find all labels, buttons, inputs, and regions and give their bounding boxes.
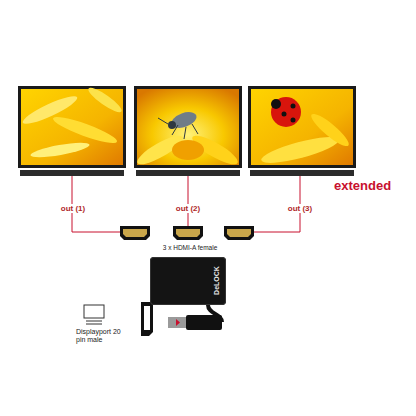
monitor-stand: [136, 170, 240, 176]
hdmi-port: [120, 226, 150, 240]
hdmi-port: [176, 229, 200, 237]
hdmi-port: [173, 226, 203, 240]
brand-logo: DeLOCK: [213, 261, 220, 301]
hdmi-port: [227, 229, 251, 237]
ladybug-spot: [291, 104, 296, 109]
petal: [51, 113, 119, 148]
petal: [308, 110, 352, 150]
output-label: out (2): [171, 204, 205, 213]
hdmi-port: [224, 226, 254, 240]
output-label: out (3): [283, 204, 317, 213]
petal: [86, 84, 125, 115]
part-label: Displayport 20 pin male: [76, 328, 130, 344]
part-label: 3 x HDMI-A female: [148, 244, 232, 251]
output-label: out (1): [56, 204, 90, 213]
ladybug: [271, 97, 301, 127]
ladybug-spot: [291, 118, 296, 123]
mode-label: extended: [334, 179, 404, 194]
petal: [30, 140, 91, 160]
hdmi-port: [123, 229, 147, 237]
signal-wire: [188, 176, 189, 226]
displayport-tip: [168, 317, 186, 328]
ladybug-spot: [282, 112, 287, 117]
ladybug-head: [271, 99, 281, 109]
monitor-pictogram: [86, 321, 102, 324]
adapter-box: DeLOCK: [150, 257, 226, 305]
flower-center: [172, 140, 204, 160]
displayport-plug: [186, 315, 222, 330]
monitor-frame: [248, 86, 356, 168]
beetle-legs: [158, 118, 198, 139]
plug-marker: [176, 319, 180, 326]
monitor-pictogram: [84, 305, 104, 318]
displayport-symbol: [144, 306, 150, 330]
beetle-head: [168, 121, 176, 129]
monitor-stand: [250, 170, 354, 176]
monitor-stand: [20, 170, 124, 176]
displayport-symbol: [141, 302, 153, 336]
petal: [259, 132, 340, 168]
